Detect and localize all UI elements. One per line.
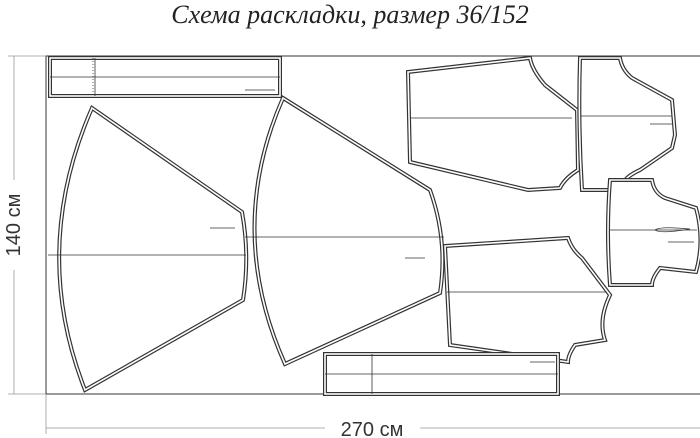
width-label-bg [325,416,420,438]
pattern-piece-skirt-middle [245,95,445,367]
layout-title: Схема раскладки, размер 36/152 [171,0,529,29]
height-label-bg [2,180,26,270]
pattern-piece-back [405,55,581,193]
pattern-piece-waistband-bottom [323,352,560,396]
pattern-piece-waistband-top [48,56,282,98]
pattern-piece-sleeve-middle [606,178,700,287]
height-label: 140 см [3,194,25,257]
width-label: 270 см [341,419,404,438]
pattern-piece-sleeve-top [577,56,678,192]
pattern-piece-skirt-left [48,104,249,393]
pattern-piece-front [442,235,613,365]
